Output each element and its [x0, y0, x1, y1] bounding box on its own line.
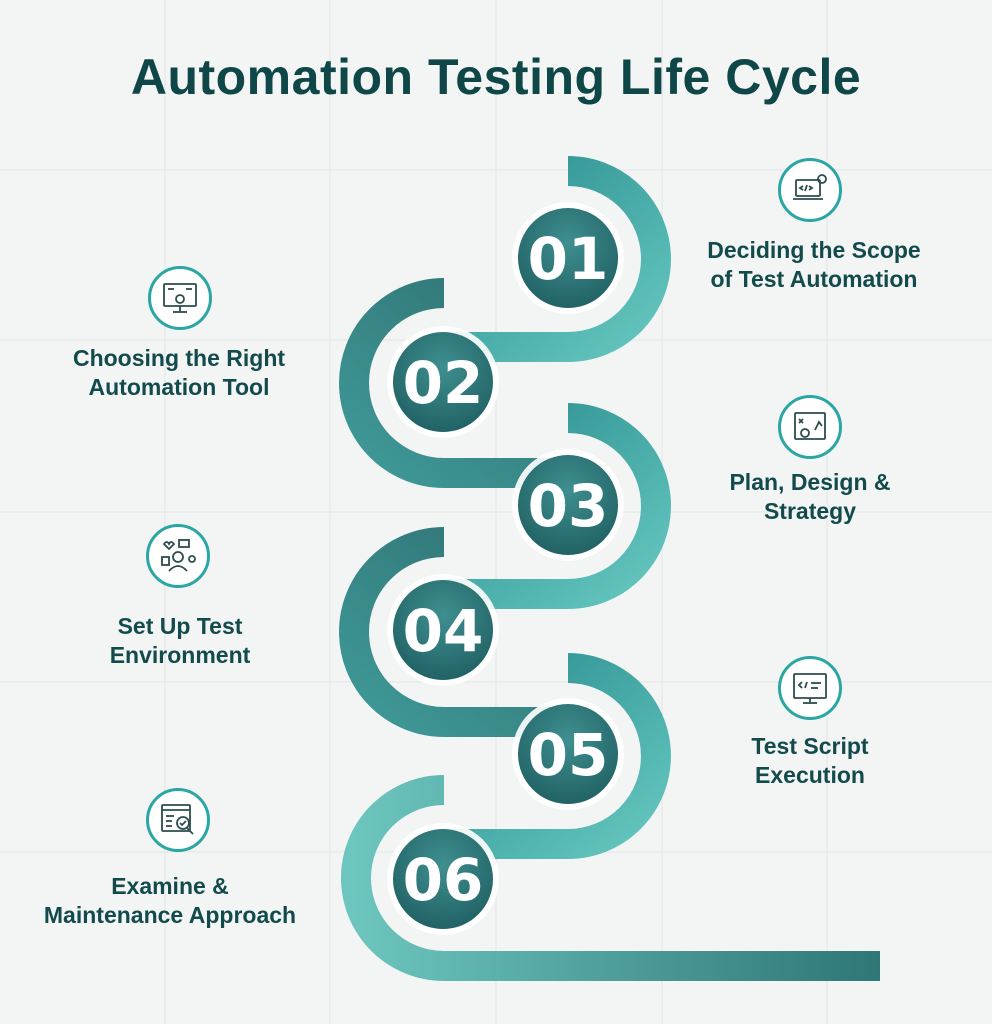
flow-arc-6: [341, 775, 880, 981]
step-4-number: 04: [403, 597, 484, 665]
user-environment-icon: [146, 524, 210, 588]
code-monitor-icon: [778, 656, 842, 720]
flow-arc-3: [444, 403, 671, 609]
step-5-node: 05: [512, 698, 624, 810]
step-6-number: 06: [403, 846, 484, 914]
code-settings-laptop-icon: [778, 158, 842, 222]
step-4-node: 04: [387, 574, 499, 686]
step-1-label: Deciding the Scope of Test Automation: [707, 237, 921, 292]
step-2-label: Choosing the Right Automation Tool: [72, 345, 286, 400]
flow-arc-2: [339, 278, 568, 488]
step-3-label: Plan, Design & Strategy: [729, 469, 891, 524]
step-2-node: 02: [387, 326, 499, 438]
step-5-number: 05: [528, 721, 609, 789]
step-1-number: 01: [528, 225, 609, 293]
monitor-gear-icon: [148, 266, 212, 330]
flow-arc-5: [444, 653, 671, 859]
step-1-node: 01: [512, 202, 624, 314]
step-4-label: Set Up Test Environment: [109, 613, 251, 668]
step-6-node: 06: [387, 823, 499, 935]
flow-arc-4: [339, 527, 568, 737]
step-3-node: 03: [512, 449, 624, 561]
step-3-number: 03: [528, 472, 609, 540]
step-6-label: Examine & Maintenance Approach: [43, 873, 297, 928]
step-5-label: Test Script Execution: [751, 733, 869, 788]
step-2-number: 02: [403, 349, 484, 417]
page-title: Automation Testing Life Cycle: [130, 49, 862, 105]
strategy-board-icon: [778, 395, 842, 459]
checklist-magnifier-icon: [146, 788, 210, 852]
flow-arc-1: [444, 156, 671, 362]
